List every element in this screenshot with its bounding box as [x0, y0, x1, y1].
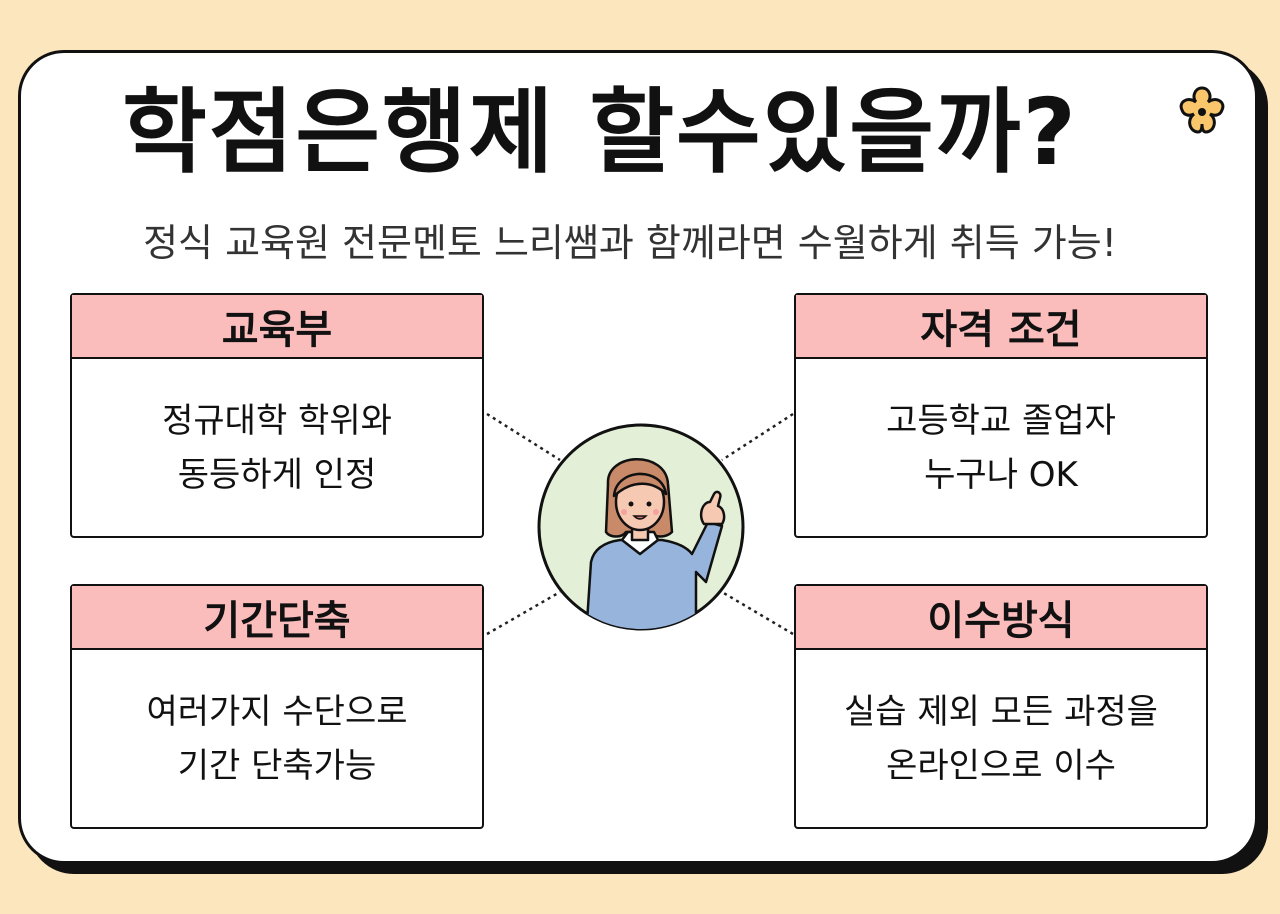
card-text-line: 여러가지 수단으로 — [146, 692, 408, 732]
card-text-line: 실습 제외 모든 과정을 — [844, 692, 1158, 732]
card-text-line: 정규대학 학위와 — [162, 401, 392, 441]
mentor-avatar — [537, 423, 745, 631]
card-heading: 교육부 — [72, 295, 482, 359]
card-heading: 이수방식 — [796, 586, 1206, 650]
flower-icon — [1179, 86, 1225, 134]
subtitle: 정식 교육원 전문멘토 느리쌤과 함께라면 수월하게 취득 가능! — [143, 221, 1117, 265]
card-text-line: 기간 단축가능 — [177, 746, 377, 786]
card-heading: 자격 조건 — [796, 295, 1206, 359]
page-title: 학점은행제 할수있을까? — [122, 79, 1078, 186]
card-text-line: 고등학교 졸업자 — [886, 401, 1116, 441]
info-card-shortening: 기간단축 여러가지 수단으로 기간 단축가능 — [70, 584, 484, 829]
card-text-line: 누구나 OK — [924, 455, 1078, 495]
info-card-method: 이수방식 실습 제외 모든 과정을 온라인으로 이수 — [794, 584, 1208, 829]
card-heading: 기간단축 — [72, 586, 482, 650]
card-text-line: 동등하게 인정 — [177, 455, 377, 495]
info-card-eligibility: 자격 조건 고등학교 졸업자 누구나 OK — [794, 293, 1208, 538]
info-card-ministry: 교육부 정규대학 학위와 동등하게 인정 — [70, 293, 484, 538]
card-text-line: 온라인으로 이수 — [886, 746, 1116, 786]
